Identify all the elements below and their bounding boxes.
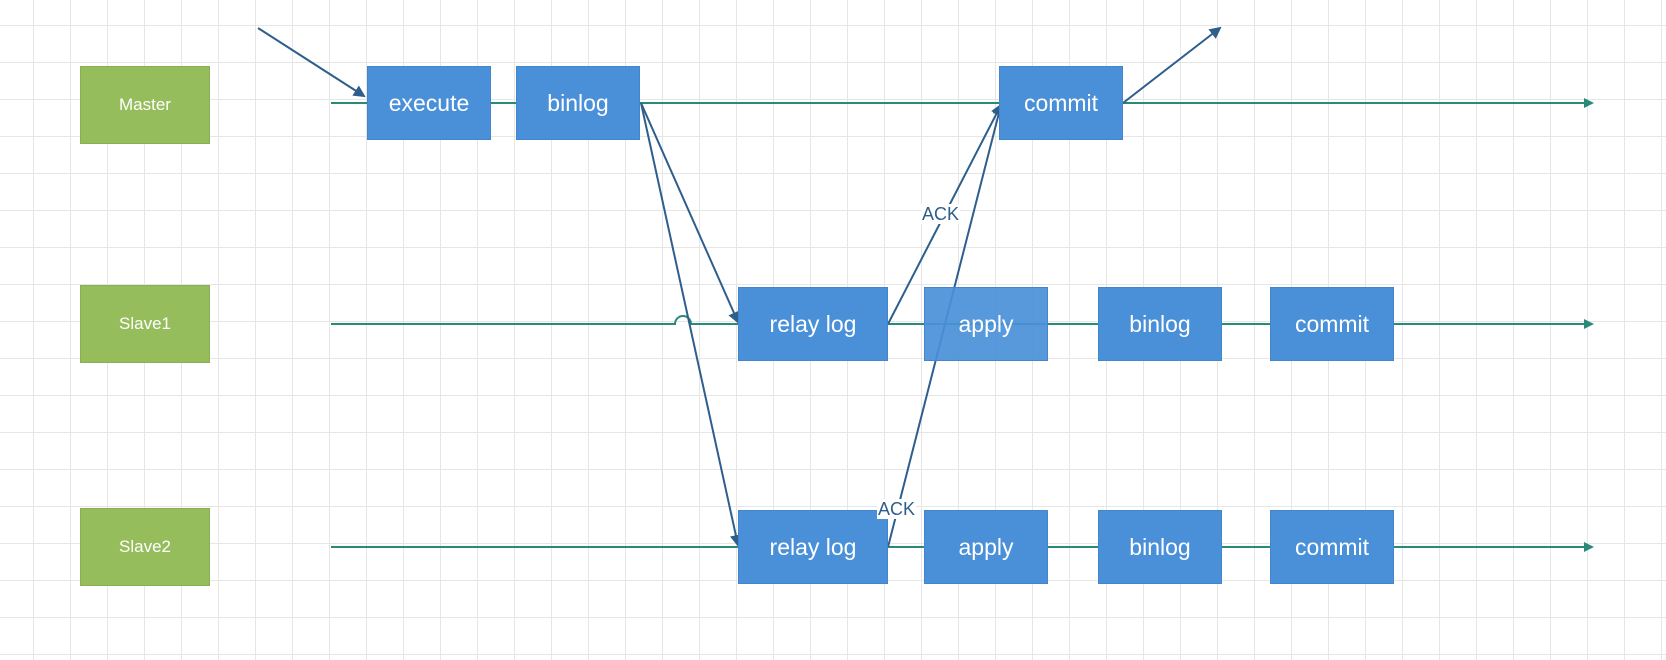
slave2-relay-log-label: relay log bbox=[769, 533, 857, 560]
slave1-apply-box: apply bbox=[924, 287, 1048, 361]
slave1-relay-log-box: relay log bbox=[738, 287, 888, 361]
slave2-binlog-box: binlog bbox=[1098, 510, 1222, 584]
slave1-role-box: Slave1 bbox=[80, 285, 210, 363]
slave2-apply-box: apply bbox=[924, 510, 1048, 584]
slave1-commit-label: commit bbox=[1294, 310, 1370, 337]
slave1-apply-label: apply bbox=[958, 310, 1014, 337]
slave1-commit-box: commit bbox=[1270, 287, 1394, 361]
slave2-apply-label: apply bbox=[958, 533, 1014, 560]
binlog-to-slave1-arrow bbox=[640, 102, 740, 324]
master-binlog-box: binlog bbox=[516, 66, 640, 140]
slave1-binlog-box: binlog bbox=[1098, 287, 1222, 361]
incoming-request-arrow bbox=[257, 27, 366, 98]
slave1-timeline bbox=[331, 315, 1594, 329]
slave1-relay-log-label: relay log bbox=[769, 310, 857, 337]
slave1-ack-label: ACK bbox=[921, 204, 961, 224]
master-binlog-label: binlog bbox=[547, 89, 609, 116]
slave2-role-label: Slave2 bbox=[119, 537, 171, 556]
slave2-commit-box: commit bbox=[1270, 510, 1394, 584]
slave1-role-label: Slave1 bbox=[119, 314, 171, 333]
master-commit-box: commit bbox=[999, 66, 1123, 140]
slave2-binlog-label: binlog bbox=[1129, 533, 1191, 560]
slave2-commit-label: commit bbox=[1294, 533, 1370, 560]
master-role-box: Master bbox=[80, 66, 210, 144]
binlog-to-slave2-arrow bbox=[640, 102, 742, 547]
slave2-relay-log-box: relay log bbox=[738, 510, 888, 584]
slave2-role-box: Slave2 bbox=[80, 508, 210, 586]
outgoing-response-arrow bbox=[1122, 26, 1222, 104]
slave1-binlog-label: binlog bbox=[1129, 310, 1191, 337]
master-execute-box: execute bbox=[367, 66, 491, 140]
master-execute-label: execute bbox=[388, 89, 470, 116]
slave2-ack-label: ACK bbox=[877, 499, 917, 519]
master-role-label: Master bbox=[119, 95, 171, 114]
master-commit-label: commit bbox=[1023, 89, 1099, 116]
